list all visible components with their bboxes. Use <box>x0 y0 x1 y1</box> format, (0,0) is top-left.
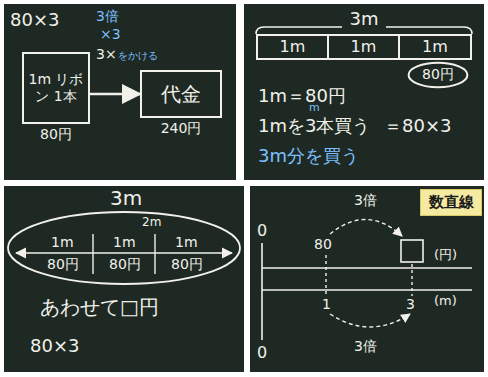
times-label: 3倍 <box>354 192 377 208</box>
price-box: 代金240円 <box>140 70 222 118</box>
title-tag: 数直線 <box>420 189 482 216</box>
equation: 3m分を買う <box>258 146 359 167</box>
times-arc <box>330 219 402 236</box>
node-heading: 3m <box>238 9 488 30</box>
node-heading: 240円 <box>122 120 240 136</box>
length-label: 1m <box>51 234 74 250</box>
total-ellipse <box>8 212 240 284</box>
tape-cell: 1m <box>400 36 470 58</box>
equation: ＝80×3 <box>384 116 451 137</box>
times-note: 3× <box>96 46 117 62</box>
divider <box>154 234 155 274</box>
length-label: 1m <box>175 234 198 250</box>
correction-note: m <box>309 102 320 115</box>
equation: 1mを3本買う <box>258 116 370 137</box>
times-note: をかける <box>118 50 158 62</box>
tape-cell: 1m <box>258 36 329 58</box>
formula: 80×3 <box>30 336 79 357</box>
node-text: 1m <box>280 37 306 57</box>
scale-value: 0 <box>257 222 267 240</box>
price-label: 80円 <box>109 256 141 272</box>
formula: 80×3 <box>10 10 59 31</box>
sentence: あわせて□円 <box>40 296 159 319</box>
tape-cell: 1m <box>329 36 400 58</box>
flow-arrow <box>90 93 140 96</box>
node-text: 80円 <box>422 66 454 84</box>
yen-line <box>262 267 472 269</box>
scale-value: 0 <box>257 344 267 362</box>
length-label: 3m <box>110 187 142 210</box>
board-panel <box>4 186 244 372</box>
price-label: 80円 <box>47 256 79 272</box>
length-arrow <box>16 252 232 254</box>
dotted-tick <box>411 264 412 296</box>
times-note: ×3 <box>100 26 121 42</box>
price-label: 80円 <box>171 256 203 272</box>
price-oval: 80円 <box>408 62 468 88</box>
meter-line <box>262 289 472 291</box>
divider <box>92 234 93 274</box>
board-panel <box>244 4 484 180</box>
board-panel <box>4 4 236 180</box>
unit-label: (円) <box>434 248 457 263</box>
node-text: 数直線 <box>429 193 474 212</box>
times-label: 3倍 <box>354 338 377 354</box>
node-text: 1m リボン 1本 <box>24 71 88 106</box>
node-heading: 80円 <box>4 126 108 142</box>
unknown-box <box>401 240 423 262</box>
length-label: 2m <box>142 216 161 230</box>
axis-line <box>261 243 263 340</box>
board-panel <box>250 186 484 372</box>
times-note: 3倍 <box>96 8 119 24</box>
unit-label: (m) <box>434 294 457 309</box>
ribbon-box: 1m リボン 1本80円 <box>22 52 90 124</box>
node-text: 1m <box>351 37 377 57</box>
tape-bar: 3m1m1m1m <box>256 34 472 60</box>
node-text: 代金 <box>161 82 201 107</box>
dotted-tick <box>325 255 326 296</box>
length-label: 1m <box>113 234 136 250</box>
scale-value: 1 <box>322 296 331 312</box>
times-arc <box>330 314 410 327</box>
node-text: 1m <box>422 37 448 57</box>
scale-value: 80 <box>314 236 332 252</box>
scale-value: 3 <box>406 296 415 312</box>
equation: 1m＝80円 <box>258 86 346 107</box>
